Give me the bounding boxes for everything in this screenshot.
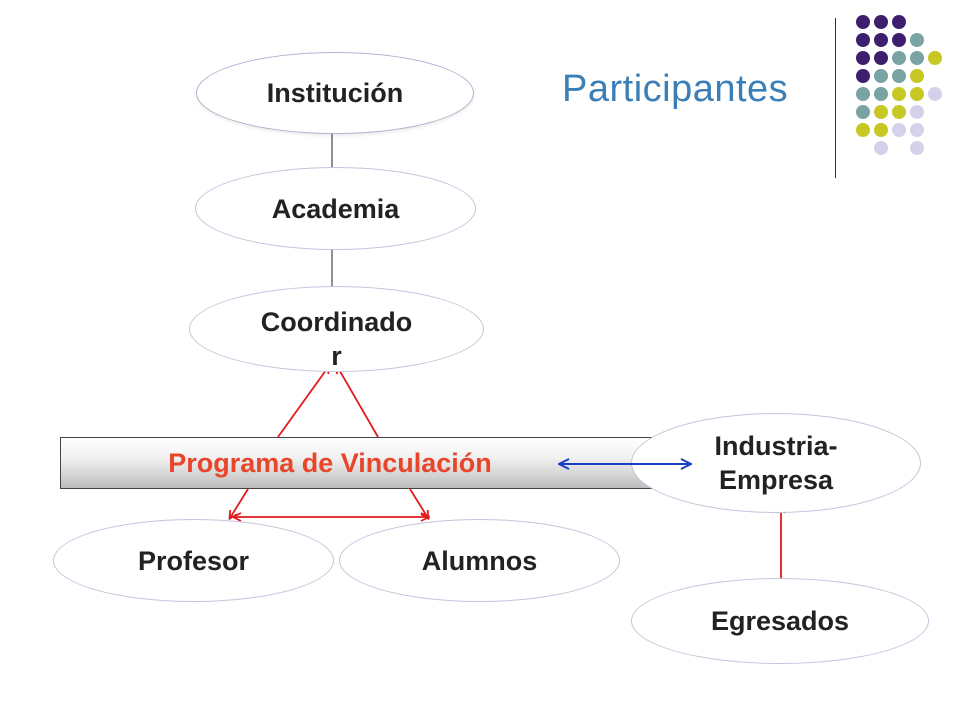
- dot: [874, 141, 888, 155]
- dot: [910, 105, 924, 119]
- dot: [910, 123, 924, 137]
- program-bar: [60, 437, 654, 489]
- dot: [892, 51, 906, 65]
- dot: [928, 87, 942, 101]
- node-institucion-label: Institución: [266, 78, 404, 108]
- dot: [874, 105, 888, 119]
- node-alumnos: Alumnos: [339, 519, 620, 602]
- node-alumnos-label: Alumnos: [421, 545, 538, 576]
- dot: [874, 123, 888, 137]
- dot: [856, 87, 870, 101]
- node-profesor: Profesor: [53, 519, 334, 602]
- dot: [856, 15, 870, 29]
- node-academia: Academia: [195, 167, 476, 250]
- dot: [874, 33, 888, 47]
- dot: [928, 51, 942, 65]
- node-industria-label: Industria- Empresa: [714, 431, 838, 495]
- dot: [892, 87, 906, 101]
- slide-title: Participantes: [562, 68, 789, 110]
- node-egresados-label: Egresados: [710, 606, 850, 636]
- node-programa-label: Programa de Vinculación: [168, 447, 492, 478]
- node-coordinador-label: Coordinado r: [260, 307, 413, 371]
- node-profesor-label: Profesor: [137, 545, 250, 576]
- title-divider: [835, 18, 836, 178]
- dot: [874, 51, 888, 65]
- dot: [892, 123, 906, 137]
- dot: [874, 69, 888, 83]
- dot: [874, 15, 888, 29]
- node-academia-label: Academia: [271, 193, 400, 224]
- dot: [856, 33, 870, 47]
- dot: [856, 51, 870, 65]
- arrow-to-coordinador-left: [277, 366, 329, 438]
- dot: [910, 141, 924, 155]
- dot: [910, 33, 924, 47]
- arrow-to-coordinador-right: [337, 366, 379, 438]
- dot: [856, 105, 870, 119]
- dot: [910, 69, 924, 83]
- dot: [892, 69, 906, 83]
- dot: [874, 87, 888, 101]
- node-coordinador: Coordinado r: [189, 286, 484, 372]
- dot: [892, 15, 906, 29]
- dot: [910, 87, 924, 101]
- dot: [856, 69, 870, 83]
- dot: [892, 33, 906, 47]
- node-egresados: Egresados: [631, 578, 929, 664]
- dot: [910, 51, 924, 65]
- node-institucion: Institución: [196, 52, 474, 134]
- dot: [856, 123, 870, 137]
- dot: [892, 105, 906, 119]
